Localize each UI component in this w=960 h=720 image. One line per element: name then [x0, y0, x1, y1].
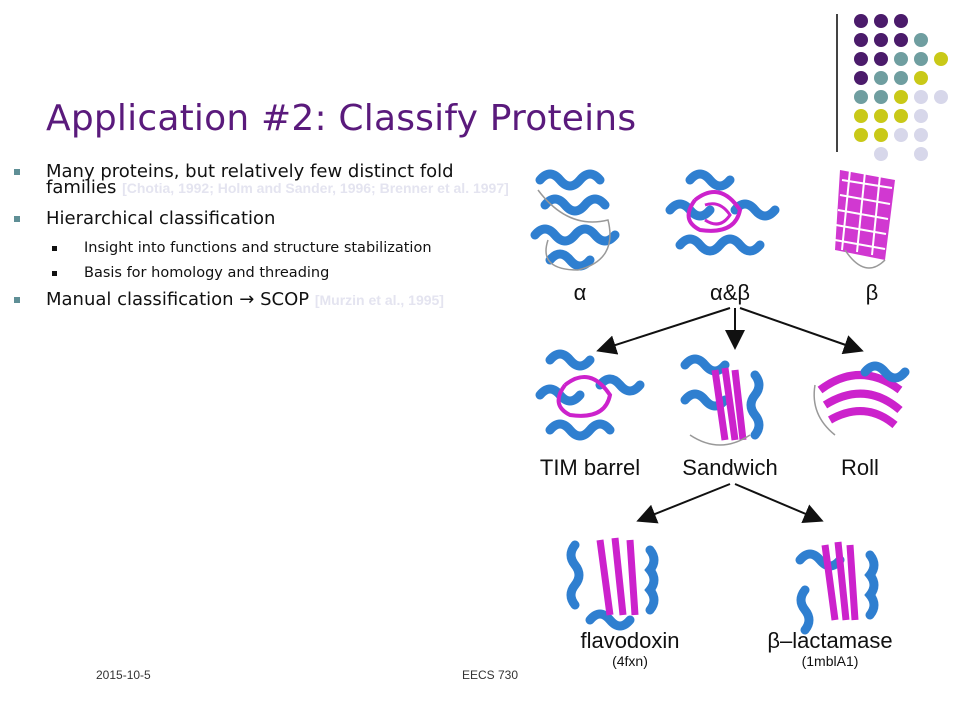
- bullet-marker: [14, 216, 20, 222]
- decorative-dot-grid: [848, 10, 958, 161]
- bullet-marker: [52, 271, 57, 276]
- arrow: [734, 483, 824, 523]
- arrow: [739, 307, 864, 355]
- roll-label: Roll: [841, 455, 879, 480]
- tim-barrel-structure-image: [535, 349, 645, 441]
- bullet-item: Manual classification → SCOP [Murzin et …: [14, 289, 514, 310]
- bullet-marker: [14, 169, 20, 175]
- dot: [894, 109, 908, 123]
- dot: [914, 128, 928, 142]
- dot: [854, 109, 868, 123]
- tim-barrel-label: TIM barrel: [540, 455, 640, 480]
- dot: [894, 71, 908, 85]
- sub-bullet-text: Basis for homology and threading: [84, 265, 330, 281]
- bullet-item: Many proteins, but relatively few distin…: [14, 161, 514, 198]
- beta-lactamase-label: β–lactamase: [767, 628, 892, 653]
- slide-title: Application #2: Classify Proteins: [46, 98, 637, 139]
- footer-course: EECS 730: [462, 668, 519, 682]
- sub-bullet-item: Basis for homology and threading: [14, 265, 514, 281]
- bullet-text: Many proteins, but relatively few distin…: [46, 161, 454, 198]
- dot: [854, 128, 868, 142]
- dot: [914, 109, 928, 123]
- dot: [914, 33, 928, 47]
- dot: [874, 147, 888, 161]
- bullet-text: Hierarchical classification: [46, 208, 276, 229]
- dot: [874, 71, 888, 85]
- citation: [Chotia, 1992; Holm and Sander, 1996; Br…: [122, 180, 509, 196]
- dot: [854, 33, 868, 47]
- flavodoxin-structure-image: [566, 537, 659, 631]
- dot: [934, 90, 948, 104]
- flavodoxin-label: flavodoxin: [580, 628, 679, 653]
- protein-fold-figure: α α&β β TIM barrel Sandwich Roll: [530, 169, 910, 669]
- dot: [894, 14, 908, 28]
- arrow: [636, 483, 731, 524]
- dot: [854, 52, 868, 66]
- dot: [914, 52, 928, 66]
- dot: [874, 33, 888, 47]
- sub-bullet-text: Insight into functions and structure sta…: [84, 240, 432, 256]
- dot: [854, 71, 868, 85]
- dot: [874, 52, 888, 66]
- bullet-marker: [52, 246, 57, 251]
- alpha-label: α: [574, 280, 587, 305]
- flavodoxin-pdb-id: (4fxn): [612, 653, 648, 669]
- dot: [874, 90, 888, 104]
- beta-lactamase-pdb-id: (1mblA1): [802, 653, 859, 669]
- dot: [914, 147, 928, 161]
- dot: [894, 128, 908, 142]
- alpha-structure-image: [530, 169, 620, 271]
- dot: [854, 14, 868, 28]
- footer-date: 2015-10-5: [96, 668, 151, 682]
- dot: [874, 109, 888, 123]
- bullet-text: Manual classification → SCOP: [46, 289, 315, 310]
- sandwich-structure-image: [680, 354, 764, 446]
- beta-label: β: [866, 280, 879, 305]
- beta-lactamase-structure-image: [795, 541, 879, 635]
- dot: [914, 90, 928, 104]
- dot: [854, 90, 868, 104]
- roll-structure-image: [813, 361, 910, 436]
- sandwich-label: Sandwich: [682, 455, 777, 480]
- sub-bullet-item: Insight into functions and structure sta…: [14, 240, 514, 256]
- dot: [914, 71, 928, 85]
- bullet-marker: [14, 297, 20, 303]
- alpha-beta-structure-image: [665, 169, 780, 256]
- dot: [934, 52, 948, 66]
- dot: [874, 14, 888, 28]
- beta-structure-image: [834, 169, 895, 269]
- dot: [894, 52, 908, 66]
- citation: [Murzin et al., 1995]: [314, 292, 444, 308]
- bullet-item: Hierarchical classification: [14, 208, 514, 229]
- dot: [874, 128, 888, 142]
- dot: [894, 33, 908, 47]
- arrow: [596, 307, 731, 355]
- bullet-list: Many proteins, but relatively few distin…: [14, 161, 514, 323]
- decorative-divider-line: [836, 14, 838, 152]
- alpha-beta-label: α&β: [710, 280, 750, 305]
- dot: [894, 90, 908, 104]
